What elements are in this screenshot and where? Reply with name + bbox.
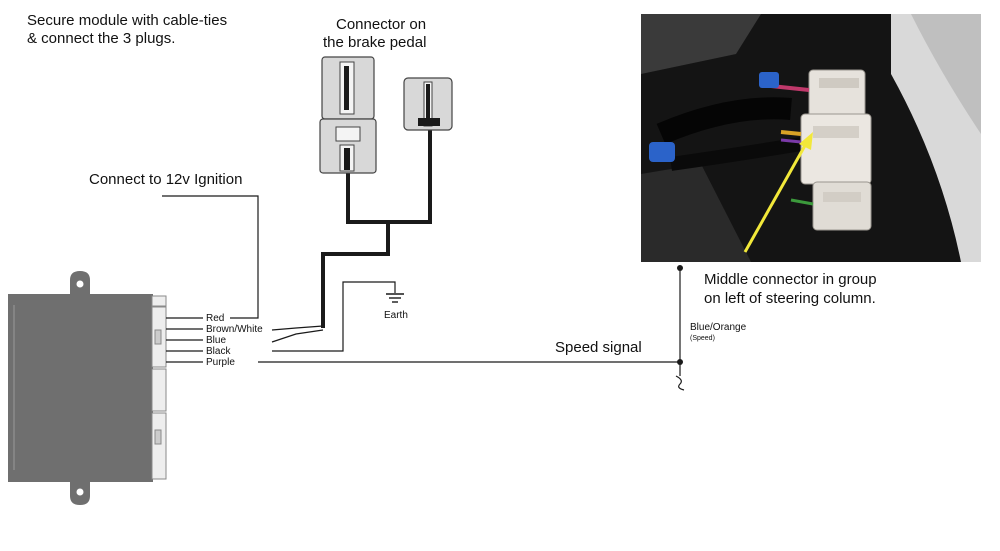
- blue-orange-label: Blue/Orange: [690, 322, 747, 333]
- brake-pedal-connector-female: [319, 56, 377, 174]
- brake-connector-title-2: the brake pedal: [323, 34, 427, 51]
- vehicle-connector-photo: [641, 14, 981, 262]
- ignition-note: Connect to 12v Ignition: [89, 171, 243, 188]
- speed-signal-label: Speed signal: [555, 339, 642, 356]
- wire-label-brown-white: Brown/White: [206, 324, 263, 335]
- wire-label-blue: Blue: [206, 335, 227, 346]
- module-wire-stubs: [166, 317, 203, 363]
- brake-pedal-connector-male: [403, 77, 453, 131]
- earth-label: Earth: [384, 310, 408, 321]
- module-plugs: [151, 295, 167, 480]
- connector-photo-illustration: [641, 14, 981, 262]
- middle-connector-note-2: on left of steering column.: [704, 290, 876, 307]
- secure-module-note: Secure module with cable-ties: [27, 12, 228, 29]
- cruise-module: [8, 294, 153, 482]
- wire-label-purple: Purple: [206, 357, 235, 368]
- ignition-wire: [162, 195, 259, 319]
- brake-wire-blue: [271, 329, 324, 343]
- module-mount-bottom: [70, 480, 90, 505]
- brake-connector-title-1: Connector on: [336, 16, 427, 33]
- yellow-arrow: [743, 141, 809, 253]
- earth-symbol: [386, 293, 404, 303]
- brake-wire-brown-white: [271, 325, 324, 331]
- middle-connector-note-1: Middle connector in group: [704, 271, 877, 288]
- wire-break: [675, 375, 685, 391]
- wire-label-black: Black: [206, 346, 231, 357]
- connect-plugs-note: & connect the 3 plugs.: [27, 30, 176, 47]
- splice-dot-bottom: [677, 359, 683, 365]
- brake-harness: [321, 130, 432, 328]
- wire-label-red: Red: [206, 313, 225, 324]
- earth-wire: [272, 281, 396, 352]
- speed-sub-label: (Speed): [690, 335, 715, 342]
- splice-dot-top: [677, 265, 683, 271]
- module-mount-top: [70, 271, 90, 296]
